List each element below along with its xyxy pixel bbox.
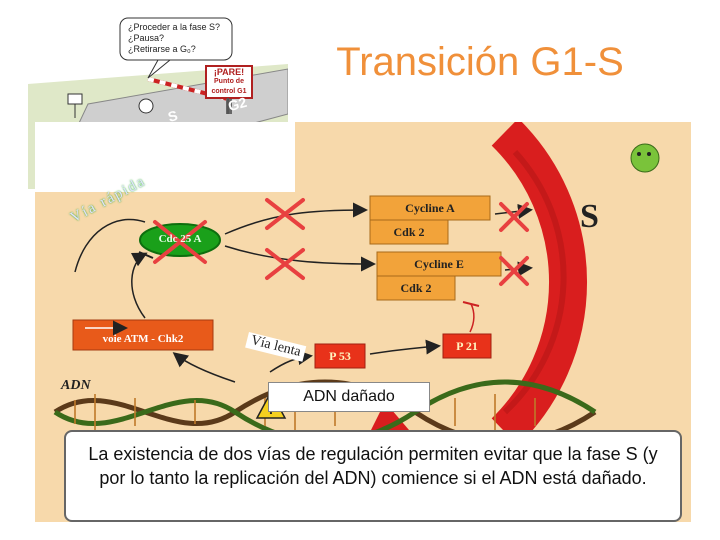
atm-chk2-pathway: voie ATM - Chk2 (102, 333, 184, 345)
bubble-line: ¿Proceder a la fase S? (128, 22, 221, 32)
cdk2-a-box: Cdk 2 (393, 225, 425, 239)
adn-label: ADN (61, 378, 91, 393)
cdc25a-label: Cdc 25 A (158, 233, 202, 245)
stop-sign: ¡PARE! Punto de control G1 (209, 67, 249, 97)
caption-text: La existencia de dos vías de regulación … (64, 430, 682, 522)
stop-sign-line: Punto de (214, 78, 244, 85)
bubble-line: ¿Retirarse a G₀? (128, 44, 196, 54)
stop-sign-line: ¡PARE! (213, 67, 245, 77)
cdk2-e-box: Cdk 2 (400, 281, 432, 295)
cyclin-a-box: Cycline A (405, 201, 455, 215)
adn-damaged-label: ADN dañado (268, 382, 430, 412)
stop-sign-line: control G1 (211, 88, 247, 95)
cyclin-e-box: Cycline E (414, 257, 464, 271)
bubble-line: ¿Pausa? (128, 33, 165, 43)
s-phase-label: S (580, 198, 599, 235)
p21-box: P 21 (456, 339, 478, 353)
slide-title: Transición G1-S (336, 40, 624, 84)
thought-bubble: ¿Proceder a la fase S? ¿Pausa? ¿Retirars… (128, 22, 220, 55)
p53-box: P 53 (329, 349, 351, 363)
